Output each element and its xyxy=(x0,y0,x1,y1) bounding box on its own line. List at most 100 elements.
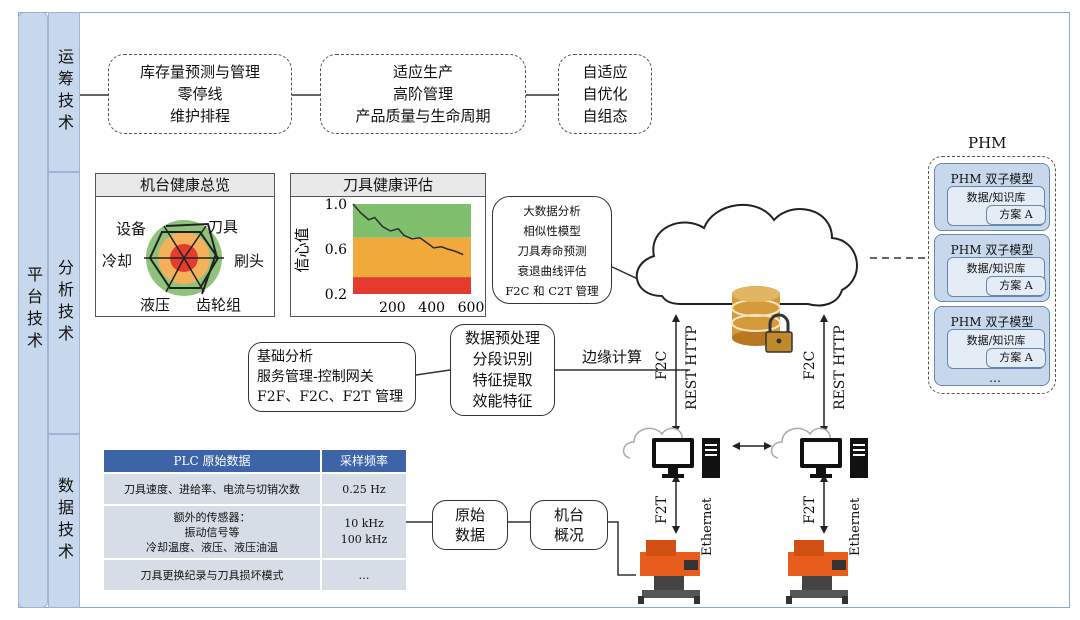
ops-box-production-line-1: 适应生产 xyxy=(392,63,453,81)
plc-header-data: PLC 原始数据 xyxy=(104,450,320,472)
ops-box-self-line-1: 自适应 xyxy=(582,63,628,81)
chart-y-label: 信心值 xyxy=(293,227,311,272)
phm-title: PHM xyxy=(968,134,1007,152)
machine-icon-right xyxy=(786,540,848,604)
ops-box-self-line-3: 自组态 xyxy=(582,107,628,125)
database-lock-icon xyxy=(731,286,793,353)
preprocess-line-2: 分段识别 xyxy=(472,350,533,368)
machine-health-title: 机台健康总览 xyxy=(95,173,275,197)
ops-box-inventory-line-2: 零停线 xyxy=(177,85,223,103)
computer-icon-right xyxy=(770,427,868,478)
ops-box-inventory: 库存量预测与管理 零停线 维护排程 xyxy=(108,54,292,134)
radar-label-coolant: 冷却 xyxy=(102,252,133,270)
radar-label-gearbox: 齿轮组 xyxy=(196,296,242,314)
preprocess-line-3: 特征提取 xyxy=(472,371,533,389)
phm-card-1-title: PHM 双子模型 xyxy=(950,172,1034,186)
plc-row-2-data-line-3: 冷却温度、液压、液压油温 xyxy=(146,540,278,554)
plc-row-1-freq: 0.25 Hz xyxy=(322,474,406,504)
basic-analysis-line-2: 服务管理-控制网关 xyxy=(257,369,374,385)
radar-label-equipment: 设备 xyxy=(116,220,147,238)
machine-overview-box: 机台 概况 xyxy=(530,500,608,550)
plc-row-2-data-line-1: 额外的传感器： xyxy=(173,510,251,524)
machine-health-panel: 机台健康总览 设备 刀具 冷却 刷头 液压 齿轮组 xyxy=(95,173,275,317)
platform-label: 平台技术 xyxy=(24,266,43,354)
preprocess-line-4: 效能特征 xyxy=(472,392,533,410)
row-band-data: 数据技术 xyxy=(48,434,80,608)
radar-chart xyxy=(144,220,224,296)
platform-band: 平台技术 xyxy=(18,12,48,608)
f2t-label-right: F2T xyxy=(802,496,818,524)
machine-overview-line-2: 概况 xyxy=(553,526,584,544)
plc-row-2-data-line-2: 振动信号等 xyxy=(184,525,240,539)
phm-card-3: PHM 双子模型 数据/知识库 方案 A … xyxy=(934,306,1050,386)
phm-card-2-plan: 方案 A xyxy=(986,276,1046,296)
computer-icon-left xyxy=(622,427,720,478)
chart-x-tick-0: 200 xyxy=(379,300,406,316)
chart-series-line xyxy=(352,203,464,256)
chart-band-0 xyxy=(353,204,471,238)
rest-label-left: REST HTTP xyxy=(684,325,700,410)
ops-box-self-line-2: 自优化 xyxy=(582,85,628,103)
phm-card-2: PHM 双子模型 数据/知识库 方案 A xyxy=(934,234,1050,302)
row-band-analysis: 分析技术 xyxy=(48,172,80,434)
radar-label-hydraulic: 液压 xyxy=(140,296,171,314)
ops-box-inventory-line-3: 维护排程 xyxy=(169,107,230,125)
radar-label-brush: 刷头 xyxy=(234,252,265,270)
phm-card-2-db-label: 数据/知识库 xyxy=(966,262,1026,275)
analysis-line-5: F2C 和 C2T 管理 xyxy=(505,284,599,298)
phm-card-2-db: 数据/知识库 方案 A xyxy=(947,257,1046,297)
machine-overview-line-1: 机台 xyxy=(553,506,584,524)
plc-header-freq: 采样频率 xyxy=(322,450,406,472)
f2c-label-left: F2C xyxy=(654,350,670,380)
phm-card-1: PHM 双子模型 数据/知识库 方案 A xyxy=(934,163,1050,231)
basic-analysis-box: 基础分析 服务管理-控制网关 F2F、F2C、F2T 管理 xyxy=(248,342,416,412)
chart-band-2 xyxy=(353,277,471,294)
phm-card-3-db-label: 数据/知识库 xyxy=(966,334,1026,347)
phm-card-3-plan: 方案 A xyxy=(986,348,1046,368)
f2c-label-right: F2C xyxy=(802,350,818,380)
chart-x-tick-2: 600 xyxy=(458,300,485,316)
plc-row-3-freq: … xyxy=(322,560,406,590)
analysis-line-2: 相似性模型 xyxy=(523,224,581,238)
phm-card-3-db: 数据/知识库 方案 A xyxy=(947,329,1046,369)
plc-row-3-data: 刀具更换纪录与刀具损坏模式 xyxy=(104,560,320,590)
plc-row-1-data: 刀具速度、进给率、电流与切销次数 xyxy=(104,474,320,504)
radar-label-tool: 刀具 xyxy=(208,218,239,236)
raw-data-line-1: 原始 xyxy=(454,506,485,524)
row-band-ops: 运筹技术 xyxy=(48,12,80,172)
chart-band-1 xyxy=(353,237,471,278)
phm-ellipsis: … xyxy=(989,371,1001,385)
phm-container xyxy=(928,156,1056,394)
preprocess-line-1: 数据预处理 xyxy=(464,329,540,347)
chart-x-tick-1: 400 xyxy=(418,300,445,316)
plc-row-2-freq-line-2: 100 kHz xyxy=(340,533,388,546)
phm-card-2-title: PHM 双子模型 xyxy=(950,243,1034,257)
chart-y-tick-2: 0.2 xyxy=(325,287,347,303)
phm-card-1-db: 数据/知识库 方案 A xyxy=(947,186,1046,226)
ops-box-inventory-line-1: 库存量预测与管理 xyxy=(139,63,260,81)
edge-computing-label: 边缘计算 xyxy=(582,348,643,366)
machine-icon-left xyxy=(638,540,700,604)
ops-box-production-line-2: 高阶管理 xyxy=(392,85,453,103)
raw-data-line-2: 数据 xyxy=(454,526,485,544)
phm-card-3-title: PHM 双子模型 xyxy=(950,315,1034,329)
rest-label-right: REST HTTP xyxy=(832,325,848,410)
ops-box-production: 适应生产 高阶管理 产品质量与生命周期 xyxy=(320,54,526,134)
ops-box-self: 自适应 自优化 自组态 xyxy=(558,54,652,134)
raw-data-box: 原始 数据 xyxy=(432,500,508,550)
row-label-ops: 运筹技术 xyxy=(55,48,74,136)
plc-row-2-freq: 10 kHz 100 kHz xyxy=(322,506,406,558)
f2t-label-left: F2T xyxy=(654,496,670,524)
cloud-icon xyxy=(635,203,858,307)
plc-row-2-freq-line-1: 10 kHz xyxy=(344,517,384,530)
plc-row-2-data: 额外的传感器： 振动信号等 冷却温度、液压、液压油温 xyxy=(104,506,320,558)
ops-box-production-line-3: 产品质量与生命周期 xyxy=(355,107,491,125)
analysis-line-4: 衰退曲线评估 xyxy=(517,264,587,278)
chart-y-tick-0: 1.0 xyxy=(325,197,347,213)
analysis-line-3: 刀具寿命预测 xyxy=(517,244,587,258)
analysis-bubble: 大数据分析 相似性模型 刀具寿命预测 衰退曲线评估 F2C 和 C2T 管理 xyxy=(492,196,612,304)
tool-health-title: 刀具健康评估 xyxy=(290,173,486,197)
